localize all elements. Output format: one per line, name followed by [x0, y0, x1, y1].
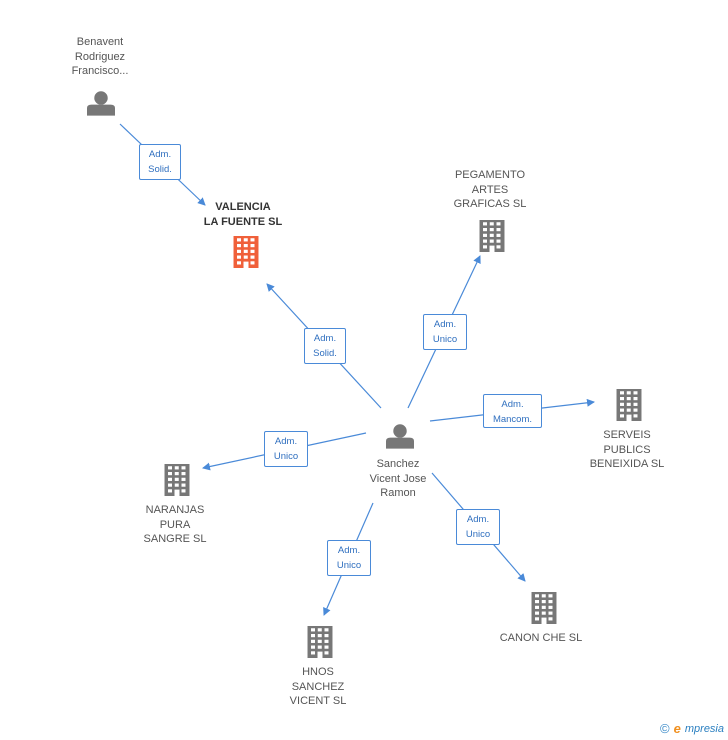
node-label-sanchez[interactable]: Sanchez Vicent Jose Ramon	[369, 458, 427, 499]
building-icon-canon[interactable]	[531, 592, 557, 624]
role-label-benavent-valencia[interactable]: Adm. Solid.	[139, 144, 181, 180]
role-label-sanchez-pegamento[interactable]: Adm. Unico	[423, 314, 467, 350]
brand-initial: e	[673, 721, 681, 736]
role-label-sanchez-valencia[interactable]: Adm. Solid.	[304, 328, 346, 364]
building-icon-pegamento[interactable]	[479, 220, 505, 252]
building-icon-naranjas[interactable]	[164, 464, 190, 496]
role-label-sanchez-hnos[interactable]: Adm. Unico	[327, 540, 371, 576]
node-label-canon[interactable]: CANON CHE SL	[499, 632, 583, 644]
person-icon-sanchez[interactable]	[386, 424, 414, 449]
person-icon-benavent[interactable]	[87, 91, 115, 116]
node-label-serveis[interactable]: SERVEIS PUBLICS BENEIXIDA SL	[589, 429, 665, 470]
node-label-pegamento[interactable]: PEGAMENTO ARTES GRAFICAS SL	[453, 169, 527, 210]
node-label-benavent[interactable]: Benavent Rodriguez Francisco...	[71, 36, 129, 77]
brand-name: mpresia	[684, 722, 724, 735]
copyright-icon: ©	[660, 721, 670, 736]
node-label-valencia[interactable]: VALENCIA LA FUENTE SL	[203, 201, 283, 228]
node-label-hnos[interactable]: HNOS SANCHEZ VICENT SL	[289, 666, 347, 707]
role-label-sanchez-naranjas[interactable]: Adm. Unico	[264, 431, 308, 467]
building-icon-serveis[interactable]	[616, 389, 642, 421]
building-icon-hnos[interactable]	[307, 626, 333, 658]
role-label-sanchez-canon[interactable]: Adm. Unico	[456, 509, 500, 545]
node-label-naranjas[interactable]: NARANJAS PURA SANGRE SL	[143, 504, 207, 545]
building-icon-valencia[interactable]	[233, 236, 259, 268]
role-label-sanchez-serveis[interactable]: Adm. Mancom.	[483, 394, 542, 428]
